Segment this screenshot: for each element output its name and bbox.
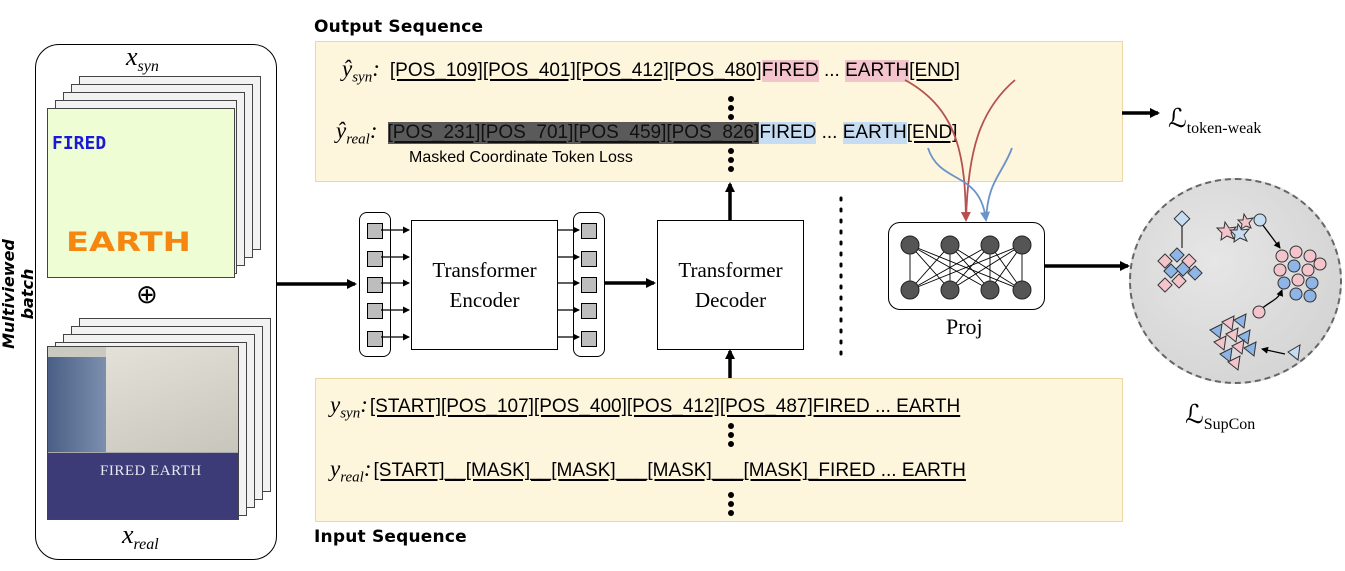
output-real-word-earth: EARTH — [842, 122, 907, 144]
output-syn-word-fired: FIRED — [761, 60, 819, 82]
input-vertical-dots — [727, 423, 735, 450]
y-real-label: yreal: — [330, 456, 372, 486]
triangle-arrow — [1261, 346, 1286, 355]
input-real-tokens: [START]__[MASK]__[MASK]___[MASK]___[MASK… — [373, 460, 966, 481]
real-wall-icon — [106, 347, 238, 452]
token-square — [367, 331, 383, 347]
input-sequence-title: Input Sequence — [314, 527, 467, 547]
syn-word-earth: EARTH — [66, 227, 191, 258]
red-feature-arrow — [965, 79, 1016, 221]
proj-label: Proj — [946, 314, 983, 339]
output-syn-ellipsis: ... — [818, 60, 846, 81]
output-real-masked-token: [POS_826] — [666, 122, 760, 144]
output-lower-dots — [727, 148, 735, 175]
real-image: FIRED EARTH — [47, 346, 239, 520]
concat-symbol: ⊕ — [136, 280, 158, 310]
circle-anchor — [1253, 213, 1267, 227]
output-syn-token: [POS_480] — [668, 60, 762, 81]
y-hat-syn-label: ŷsyn: — [342, 56, 380, 86]
y-syn-label: ysyn: — [330, 392, 368, 422]
real-window-icon — [48, 357, 106, 452]
y-hat-real-label: ŷreal: — [336, 118, 378, 148]
circle-cluster — [1273, 245, 1327, 303]
syn-word-fired: FIRED — [52, 133, 107, 154]
output-vertical-dots — [727, 96, 735, 123]
token-square — [581, 223, 597, 239]
triangle-to-circle-arrow — [1259, 289, 1284, 311]
loss-supcon: ℒSupCon — [1185, 400, 1256, 434]
masked-loss-note: Masked Coordinate Token Loss — [409, 149, 633, 166]
token-square — [367, 251, 383, 267]
output-real-word-fired: FIRED — [759, 122, 817, 144]
red-feature-arrow — [904, 79, 971, 222]
star-cluster — [1215, 212, 1255, 244]
diamond-cluster — [1157, 210, 1203, 293]
encoder-output-arrows — [557, 226, 580, 341]
output-real-masked-token: [POS_701] — [480, 122, 574, 144]
triangle-anchor — [1252, 305, 1266, 319]
output-syn-word-earth: EARTH — [845, 60, 910, 82]
output-syn-end-token: [END] — [909, 60, 960, 81]
triangle-cluster — [1209, 313, 1257, 371]
blue-feature-arrow — [985, 147, 1013, 221]
input-sequence-box — [315, 378, 1123, 522]
token-square — [367, 303, 383, 319]
proj-neurons — [900, 235, 1032, 300]
output-syn-token: [POS_412] — [575, 60, 669, 81]
token-square — [581, 331, 597, 347]
input-real-line: yreal: [START]__[MASK]__[MASK]___[MASK]_… — [330, 456, 966, 487]
input-syn-tokens: [START][POS_107][POS_400][POS_412][POS_4… — [369, 396, 961, 417]
output-real-masked-token: [POS_231] — [387, 122, 481, 144]
syn-image: FIRED EARTH — [47, 108, 235, 278]
encoder-input-arrows — [381, 226, 410, 341]
input-syn-line: ysyn: [START][POS_107][POS_400][POS_412]… — [330, 392, 960, 423]
star-arrow — [1261, 223, 1281, 249]
real-sign-text: FIRED EARTH — [100, 463, 202, 479]
loss-token-weak: ℒtoken-weak — [1168, 104, 1262, 138]
output-sequence-title: Output Sequence — [314, 17, 484, 37]
output-real-masked-token: [POS_459] — [573, 122, 667, 144]
encoder-input-tokens — [359, 212, 391, 357]
x-syn-label: xsyn — [126, 42, 159, 76]
output-syn-token: [POS_109] — [389, 60, 483, 81]
output-syn-token: [POS_401] — [482, 60, 576, 81]
token-square — [367, 277, 383, 293]
output-real-ellipsis: ... — [816, 122, 843, 143]
input-lower-dots — [727, 492, 735, 519]
token-square — [581, 303, 597, 319]
real-sign-board — [48, 453, 238, 519]
x-real-label: xreal — [122, 520, 159, 554]
proj-network — [909, 244, 1023, 291]
token-square — [581, 251, 597, 267]
token-square — [367, 223, 383, 239]
blue-feature-arrow — [927, 147, 991, 222]
triangle-outlier — [1287, 344, 1301, 361]
output-syn-line: ŷsyn: [POS_109] [POS_401] [POS_412] [POS… — [342, 56, 960, 87]
output-real-line: ŷreal: [POS_231] [POS_701] [POS_459] [PO… — [336, 118, 957, 149]
token-square — [581, 277, 597, 293]
output-real-end-token: [END] — [906, 122, 958, 143]
